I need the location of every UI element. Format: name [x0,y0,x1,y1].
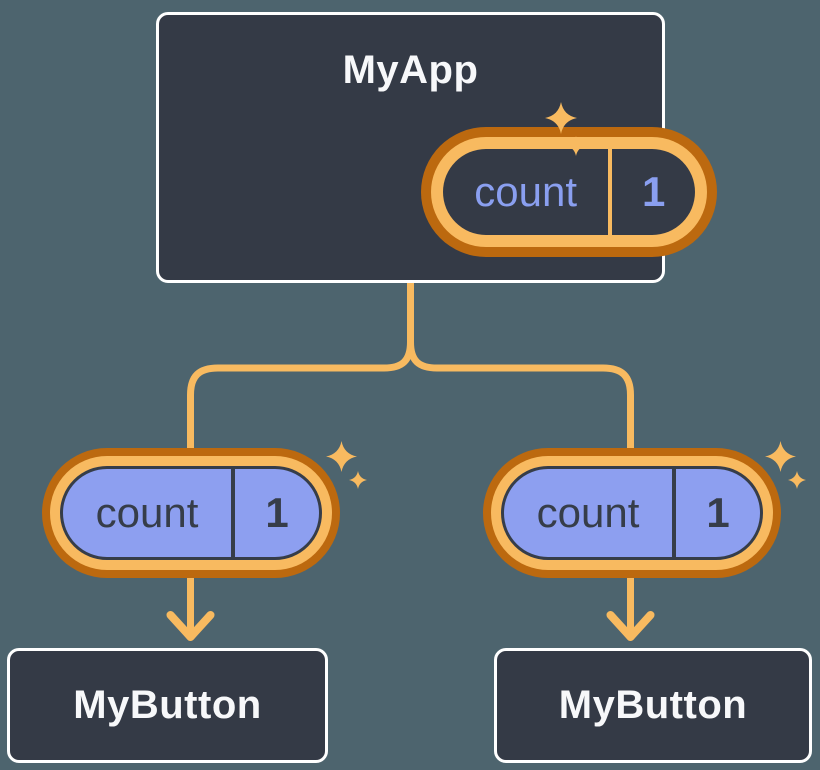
sparkle-icon [326,441,357,472]
component-label: MyApp [342,48,479,92]
state-pill-body: count 1 [443,149,695,235]
state-pill: count 1 [421,127,717,257]
state-key: count [474,168,578,215]
state-pill-divider [672,469,676,557]
component-label: MyButton [73,683,262,727]
state-pill: count 1 [42,448,340,578]
arrow-down-icon [166,611,215,641]
component-node-mybutton: MyButton [494,648,812,763]
state-value: 1 [265,489,289,536]
state-pill-body: count 1 [60,466,322,560]
arrow-down-icon [606,611,655,641]
component-node-mybutton: MyButton [7,648,328,763]
connector-branch-right [407,338,634,638]
sparkle-icon [788,471,806,489]
sparkle-icon [349,471,367,489]
state-pill: count 1 [483,448,781,578]
state-pill-ring: count 1 [50,456,332,570]
connector-branch-left [187,338,414,638]
state-value: 1 [641,168,666,215]
state-pill-ring: count 1 [431,137,707,247]
state-pill-divider [231,469,235,557]
state-pill-divider [608,149,613,235]
state-pill-ring: count 1 [491,456,773,570]
state-key: count [536,489,640,536]
sparkle-icon [545,102,577,134]
sparkle-icon [566,136,586,156]
component-label: MyButton [558,683,748,727]
component-node-myapp: MyApp count 1 [156,12,717,283]
sparkle-icon [765,441,796,472]
state-pill-body: count 1 [501,466,763,560]
state-key: count [95,489,199,536]
state-value: 1 [706,489,730,536]
